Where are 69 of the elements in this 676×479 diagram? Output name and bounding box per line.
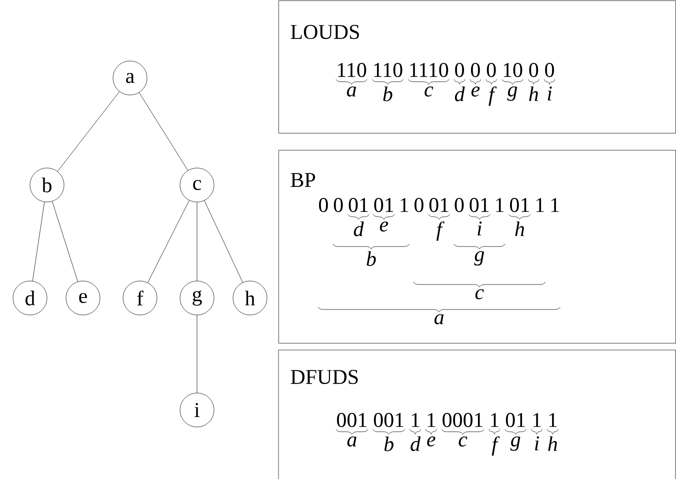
bit-string: 0 <box>319 198 328 212</box>
bit-string: 001 <box>374 412 404 428</box>
bit-string: 1 <box>533 413 541 427</box>
node-letter: d <box>354 221 364 236</box>
tree-edge <box>196 202 198 281</box>
bit-string: 01 <box>506 412 525 428</box>
panel-title: DFUDS <box>290 370 358 384</box>
tree-edge <box>52 201 78 282</box>
node-letter: d <box>454 86 465 102</box>
node-letter: h <box>548 436 558 451</box>
bit-string: 1 <box>496 198 504 212</box>
node-letter: c <box>475 289 484 300</box>
node-letter: c <box>424 86 434 97</box>
bit-string: 10 <box>504 62 522 78</box>
node-letter: f <box>436 221 444 241</box>
bit-string: 110 <box>374 62 402 78</box>
bit-string: 1 <box>412 413 420 427</box>
panel-title: BP <box>290 173 316 187</box>
bit-string: 0 <box>414 198 424 212</box>
bit-string: 0 <box>545 62 554 78</box>
bit-string: 1 <box>491 413 498 427</box>
bit-string: 1 <box>551 198 559 212</box>
bit-string: 110 <box>338 62 366 78</box>
node-letter: c <box>458 436 468 447</box>
tree-edge <box>196 315 198 393</box>
bit-string: 0 <box>455 62 464 78</box>
bit-string: 1 <box>400 198 408 212</box>
bit-string: 1 <box>536 198 544 212</box>
node-letter: h <box>515 221 524 236</box>
node-letter: a <box>346 86 356 97</box>
node-letter: a <box>434 314 444 324</box>
tree-edge <box>32 202 45 282</box>
bit-string: 001 <box>337 412 366 428</box>
node-letter: e <box>427 436 436 446</box>
bit-string: 0001 <box>442 412 483 428</box>
node-letter: i <box>548 86 552 100</box>
bit-string: 01 <box>374 198 394 212</box>
bit-string: 1110 <box>410 62 448 78</box>
node-letter: g <box>510 436 520 451</box>
node-letter: d <box>410 436 421 452</box>
node-letter: b <box>384 436 394 452</box>
node-letter: e <box>471 86 480 97</box>
bit-string: 0 <box>486 62 496 78</box>
bit-string: 1 <box>549 413 557 427</box>
node-letter: g <box>507 86 518 101</box>
bit-string: 0 <box>454 198 464 212</box>
bit-string: 01 <box>470 198 489 212</box>
tree-edge <box>57 91 120 172</box>
tree-edge <box>138 92 188 171</box>
tree-edge <box>148 200 190 283</box>
bit-string: 01 <box>510 198 529 212</box>
node-letter: i <box>535 436 540 450</box>
bit-string: 01 <box>348 198 368 212</box>
bit-string: 1 <box>428 413 436 427</box>
node-letter: h <box>529 86 538 102</box>
tree-edge <box>204 200 243 283</box>
node-letter: f <box>492 436 500 456</box>
node-letter: f <box>488 86 497 106</box>
node-letter: b <box>383 86 392 102</box>
node-letter: a <box>347 436 356 447</box>
bit-string: 0 <box>471 62 480 78</box>
panel-title: LOUDS <box>290 24 359 40</box>
node-letter: e <box>380 221 388 232</box>
node-letter: i <box>478 221 482 236</box>
node-letter: b <box>366 251 376 266</box>
node-letter: g <box>474 251 484 266</box>
bit-string: 0 <box>529 62 538 78</box>
bit-string: 01 <box>429 198 448 212</box>
bit-string: 0 <box>334 198 343 212</box>
